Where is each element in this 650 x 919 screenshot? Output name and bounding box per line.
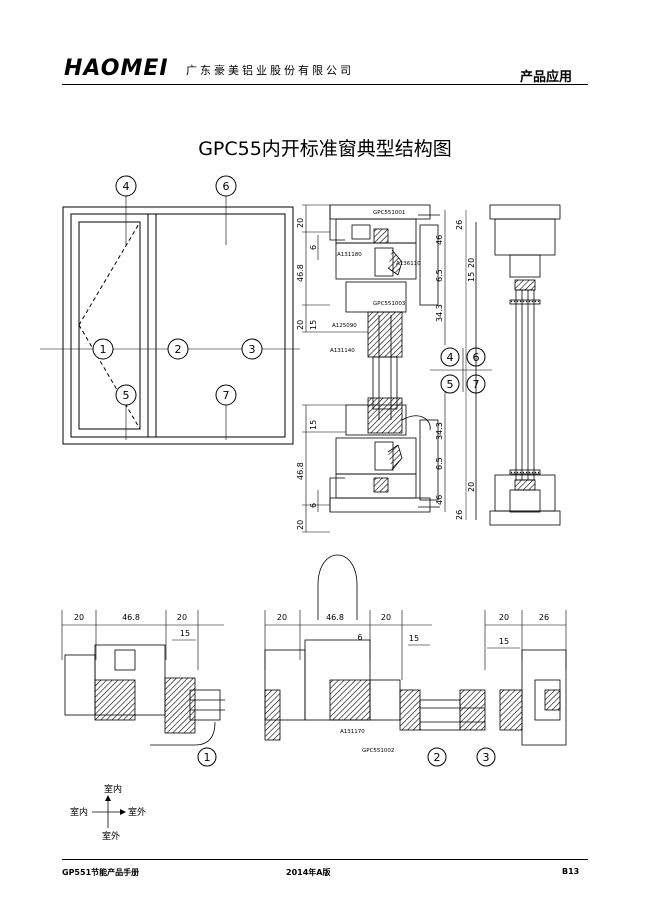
svg-text:20: 20 bbox=[499, 613, 509, 622]
svg-text:6: 6 bbox=[223, 180, 230, 193]
section-key: 4 6 5 7 bbox=[430, 347, 492, 394]
callout-5: 5 bbox=[115, 384, 137, 406]
key-4: 4 bbox=[440, 347, 460, 367]
svg-text:15: 15 bbox=[409, 634, 419, 643]
svg-text:15: 15 bbox=[467, 272, 476, 282]
svg-text:15: 15 bbox=[180, 629, 190, 638]
callout-6: 6 bbox=[215, 175, 237, 197]
svg-text:20: 20 bbox=[277, 613, 287, 622]
svg-text:6: 6 bbox=[309, 503, 318, 508]
svg-text:46.8: 46.8 bbox=[296, 462, 305, 480]
callout-7: 7 bbox=[215, 384, 237, 406]
svg-text:20: 20 bbox=[296, 218, 305, 228]
svg-text:26: 26 bbox=[455, 220, 464, 230]
vertical-section-dim-text: 20 6 46.8 20 15 46 6.5 34.3 15 46.8 6 20… bbox=[296, 218, 444, 530]
svg-text:1: 1 bbox=[100, 343, 107, 356]
horizontal-section-2-dims: 20 46.8 20 6 15 bbox=[277, 613, 419, 643]
svg-text:26: 26 bbox=[539, 613, 549, 622]
legend-left: 室内 bbox=[70, 806, 88, 818]
section-title: 产品应用 bbox=[520, 70, 573, 85]
horizontal-section-3-dims: 20 26 15 bbox=[499, 613, 549, 646]
horizontal-section-1 bbox=[61, 610, 225, 746]
legend-right: 室外 bbox=[128, 806, 146, 818]
section-marker-3: 3 bbox=[476, 747, 496, 767]
svg-text:20: 20 bbox=[177, 613, 187, 622]
svg-text:GPC551003: GPC551003 bbox=[373, 301, 406, 307]
svg-text:34.3: 34.3 bbox=[435, 422, 444, 440]
svg-text:A131180: A131180 bbox=[337, 252, 362, 258]
right-section-dims: 26 20 15 20 26 bbox=[455, 220, 476, 520]
callout-1: 1 bbox=[92, 338, 114, 360]
svg-text:4: 4 bbox=[123, 180, 130, 193]
window-elevation bbox=[40, 196, 300, 445]
svg-text:20: 20 bbox=[381, 613, 391, 622]
horizontal-section-3 bbox=[484, 610, 567, 746]
svg-text:7: 7 bbox=[223, 389, 230, 402]
svg-text:6: 6 bbox=[357, 633, 362, 642]
svg-text:20: 20 bbox=[74, 613, 84, 622]
svg-text:GPC551002: GPC551002 bbox=[362, 748, 394, 754]
svg-text:2: 2 bbox=[434, 751, 441, 764]
svg-text:46.8: 46.8 bbox=[122, 613, 140, 622]
footer-rule bbox=[62, 859, 588, 860]
section-marker-1: 1 bbox=[197, 747, 217, 767]
horizontal-section-2-labels: A131170 GPC551002 bbox=[340, 729, 394, 754]
svg-text:3: 3 bbox=[483, 751, 490, 764]
svg-text:A125090: A125090 bbox=[332, 323, 357, 329]
vertical-section-dimensions bbox=[302, 204, 446, 533]
svg-text:15: 15 bbox=[309, 420, 318, 430]
callout-4: 4 bbox=[115, 175, 137, 197]
svg-text:26: 26 bbox=[455, 510, 464, 520]
svg-text:6.5: 6.5 bbox=[435, 269, 444, 282]
svg-text:20: 20 bbox=[467, 258, 476, 268]
svg-text:46: 46 bbox=[435, 495, 444, 505]
svg-text:1: 1 bbox=[204, 751, 211, 764]
svg-text:4: 4 bbox=[447, 351, 454, 364]
footer-edition: 2014年A版 bbox=[286, 868, 331, 877]
legend-bottom: 室外 bbox=[102, 830, 120, 842]
header-rule bbox=[62, 84, 588, 85]
callout-3: 3 bbox=[241, 338, 263, 360]
brand-logo: HAOMEI bbox=[64, 56, 169, 81]
footer-page-number: B13 bbox=[562, 867, 580, 876]
svg-text:6: 6 bbox=[309, 245, 318, 250]
svg-text:3: 3 bbox=[249, 343, 256, 356]
svg-text:A131140: A131140 bbox=[330, 348, 355, 354]
footer-manual-name: GP551节能产品手册 bbox=[62, 868, 140, 877]
svg-text:A136110: A136110 bbox=[396, 261, 421, 267]
svg-text:46: 46 bbox=[435, 235, 444, 245]
svg-text:20: 20 bbox=[296, 320, 305, 330]
legend-top: 室内 bbox=[104, 783, 122, 795]
svg-text:6.5: 6.5 bbox=[435, 457, 444, 470]
svg-text:2: 2 bbox=[175, 343, 182, 356]
horizontal-section-1-dims: 20 46.8 20 15 bbox=[74, 613, 190, 638]
orientation-legend: 室内 室内 室外 室外 bbox=[70, 783, 146, 842]
svg-text:46.8: 46.8 bbox=[296, 264, 305, 282]
svg-text:5: 5 bbox=[123, 389, 130, 402]
svg-text:20: 20 bbox=[467, 482, 476, 492]
key-5: 5 bbox=[440, 374, 460, 394]
vertical-section-labels: GPC551001 A131180 A136110 GPC551003 A125… bbox=[330, 210, 421, 354]
svg-text:5: 5 bbox=[447, 378, 454, 391]
svg-text:GPC551001: GPC551001 bbox=[373, 210, 405, 216]
right-vertical-section bbox=[465, 204, 561, 526]
company-name: 广东豪美铝业股份有限公司 bbox=[186, 64, 354, 77]
svg-text:34.3: 34.3 bbox=[435, 304, 444, 322]
elevation-callouts: 4 6 1 2 3 5 7 bbox=[92, 175, 263, 406]
vertical-section-profiles bbox=[329, 204, 440, 513]
callout-2: 2 bbox=[167, 338, 189, 360]
section-marker-2: 2 bbox=[427, 747, 447, 767]
page-title: GPC55内开标准窗典型结构图 bbox=[198, 138, 452, 160]
horizontal-section-2 bbox=[264, 554, 486, 741]
svg-text:46.8: 46.8 bbox=[326, 613, 344, 622]
svg-text:15: 15 bbox=[499, 637, 509, 646]
svg-text:20: 20 bbox=[296, 520, 305, 530]
svg-text:15: 15 bbox=[309, 320, 318, 330]
svg-text:A131170: A131170 bbox=[340, 729, 365, 735]
